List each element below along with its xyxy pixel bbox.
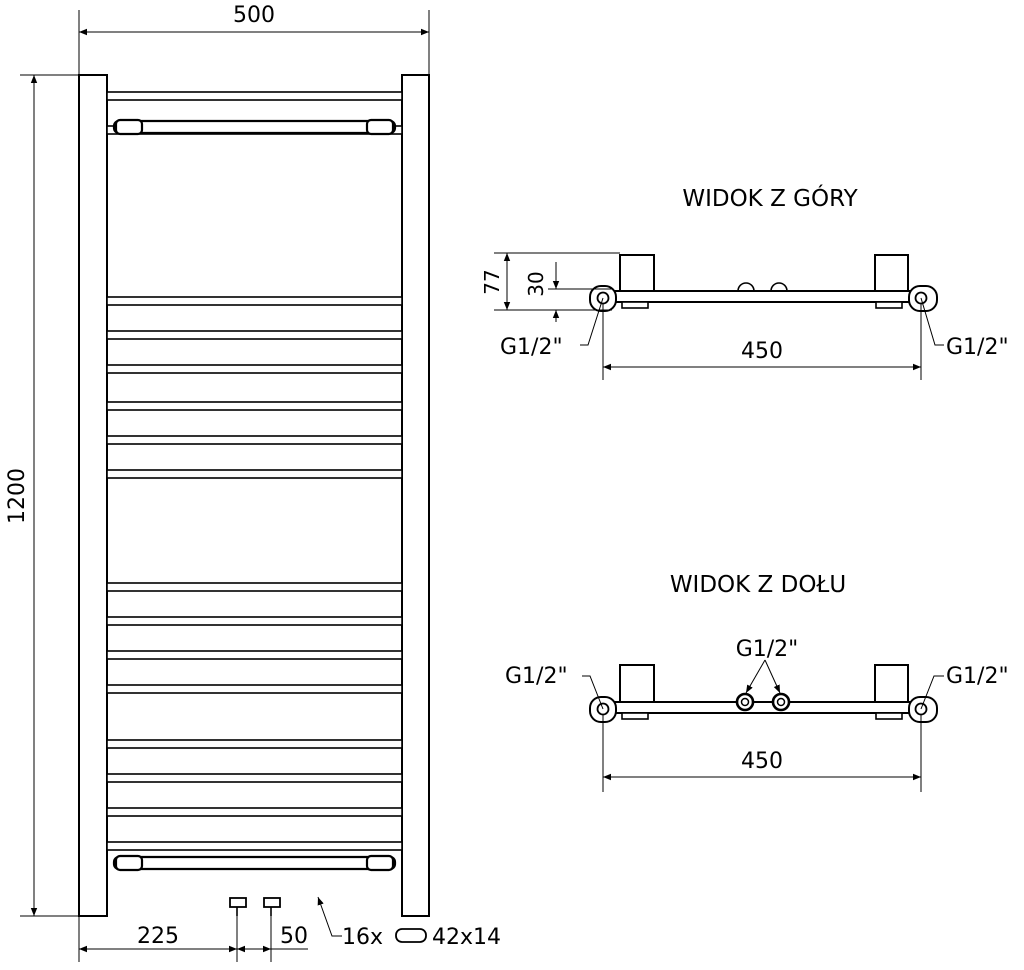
bottom-right-bracket (874, 664, 909, 703)
bottom-center-port-left-inner (740, 697, 750, 707)
height-dimension-label: 1200 (5, 468, 30, 524)
horizontal-bar (106, 773, 403, 783)
top-right-thread-leader (920, 297, 944, 346)
top-rail (112, 118, 397, 136)
depth-dimension-label: 77 (480, 269, 504, 294)
horizontal-bar (106, 364, 403, 374)
right-column (401, 74, 430, 917)
bar-group (106, 91, 403, 851)
bottom-view: WIDOK Z DOŁU G1/2" G1/2" G1/2" 450 (505, 572, 1009, 792)
top-view-rail (613, 290, 911, 303)
top-left-thread-leader (580, 297, 604, 346)
bottom-center-leader-left (745, 659, 766, 694)
bottom-connector-right (263, 897, 281, 916)
bottom-connector-left (229, 897, 247, 916)
top-right-bracket (874, 254, 909, 292)
top-left-bracket (619, 254, 655, 292)
horizontal-bar (106, 91, 403, 101)
bottom-view-rail (613, 701, 911, 714)
bottom-left-thread-leader (582, 675, 604, 710)
bar-leader-line (317, 896, 342, 937)
bottom-center-leader-right (764, 659, 781, 694)
bottom-right-foot (875, 712, 903, 720)
horizontal-bar (106, 739, 403, 749)
top-right-thread-label: G1/2" (946, 335, 1009, 360)
width-dimension-label: 500 (233, 3, 275, 28)
bottom-right-thread-leader (920, 675, 944, 710)
horizontal-bar (106, 650, 403, 660)
bottom-left-thread-label: G1/2" (505, 664, 568, 689)
bar-count-label: 16x (342, 925, 383, 950)
bottom-axis-dimension-label: 450 (741, 749, 783, 774)
top-center-stub-left (737, 282, 755, 292)
top-view-title: WIDOK Z GÓRY (682, 184, 858, 212)
bottom-center-thread-label: G1/2" (736, 637, 799, 662)
top-center-stub-right (770, 282, 788, 292)
bottom-view-title: WIDOK Z DOŁU (670, 572, 846, 598)
top-view: WIDOK Z GÓRY 77 30 G1/2" G1/2" (480, 184, 1009, 380)
horizontal-bar (106, 616, 403, 626)
bottom-center-port-right-inner (776, 697, 786, 707)
bottom-left-bracket (619, 664, 655, 703)
spacing-dimension-label: 50 (280, 924, 308, 949)
horizontal-bar (106, 807, 403, 817)
offset30-dimension-label: 30 (524, 271, 548, 296)
bar-profile-icon (395, 928, 427, 943)
left-column (78, 74, 108, 917)
offset-dimension-label: 225 (137, 924, 179, 949)
top-left-foot (621, 301, 649, 309)
horizontal-bar (106, 435, 403, 445)
horizontal-bar (106, 841, 403, 851)
bottom-rail (112, 854, 397, 872)
bottom-right-thread-label: G1/2" (946, 664, 1009, 689)
horizontal-bar (106, 401, 403, 411)
horizontal-bar (106, 582, 403, 592)
horizontal-bar (106, 469, 403, 479)
horizontal-bar (106, 330, 403, 340)
top-left-thread-label: G1/2" (500, 335, 563, 360)
top-axis-dimension-label: 450 (741, 339, 783, 364)
bar-size-label: 42x14 (432, 925, 501, 950)
bottom-left-foot (621, 712, 649, 720)
horizontal-bar (106, 684, 403, 694)
front-view: 500 1200 (5, 3, 501, 962)
horizontal-bar (106, 296, 403, 306)
top-right-foot (875, 301, 903, 309)
